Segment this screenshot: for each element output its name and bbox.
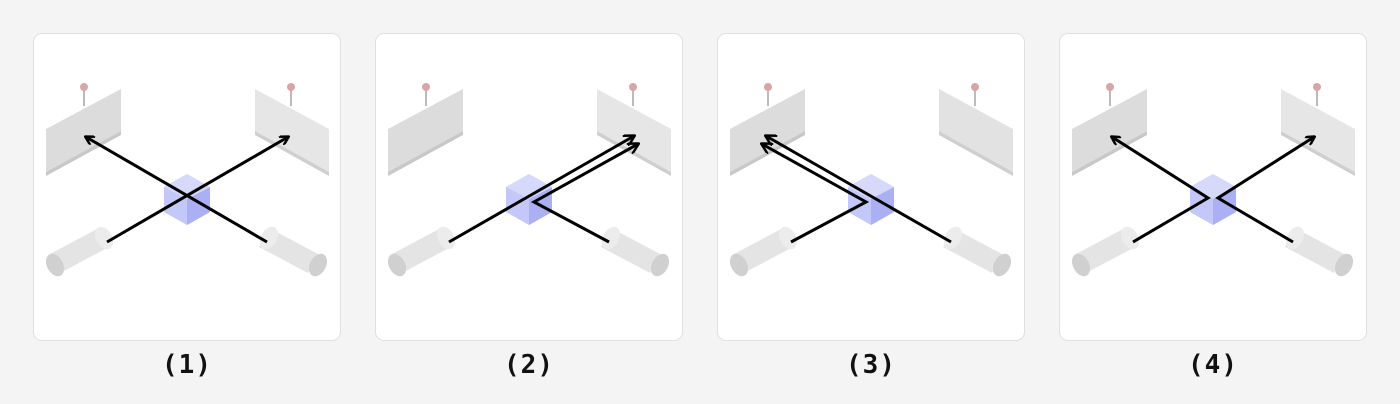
panel-4 [1059,33,1367,341]
beam-right-transmitted [766,136,952,244]
panel-4-diagram [1071,83,1355,277]
right-detector [255,83,329,176]
left-source [387,226,456,277]
beam-splitter [506,174,552,225]
panel-1 [33,33,341,341]
beam-splitter [848,174,894,225]
left-source [45,226,114,277]
panel-1-diagram [45,83,329,277]
beam-right-reflected [530,144,638,244]
right-source [1285,226,1354,277]
panel-2-caption: (2) [504,350,554,380]
beam-left-to-right [106,137,288,244]
left-source [729,226,798,277]
left-detector [388,83,463,176]
beam-right-reflected [1215,137,1314,244]
right-detector [1281,83,1355,176]
panel-3-diagram [729,83,1013,277]
panel-4-caption: (4) [1188,350,1238,380]
right-source [259,226,328,277]
panel-2-diagram [387,83,671,277]
right-detector [939,83,1013,176]
left-detector [46,83,121,176]
beam-left-reflected [762,144,870,244]
beam-splitter [164,174,210,225]
left-detector [1072,83,1147,176]
beam-splitter [1190,174,1236,225]
beam-left-transmitted [448,136,634,244]
panel-3-caption: (3) [846,350,896,380]
right-source [943,226,1012,277]
beam-left-reflected [1112,137,1211,244]
right-source [601,226,670,277]
left-source [1071,226,1140,277]
panel-3 [717,33,1025,341]
beam-right-to-left [86,137,268,244]
panel-1-caption: (1) [162,350,212,380]
panel-2 [375,33,683,341]
